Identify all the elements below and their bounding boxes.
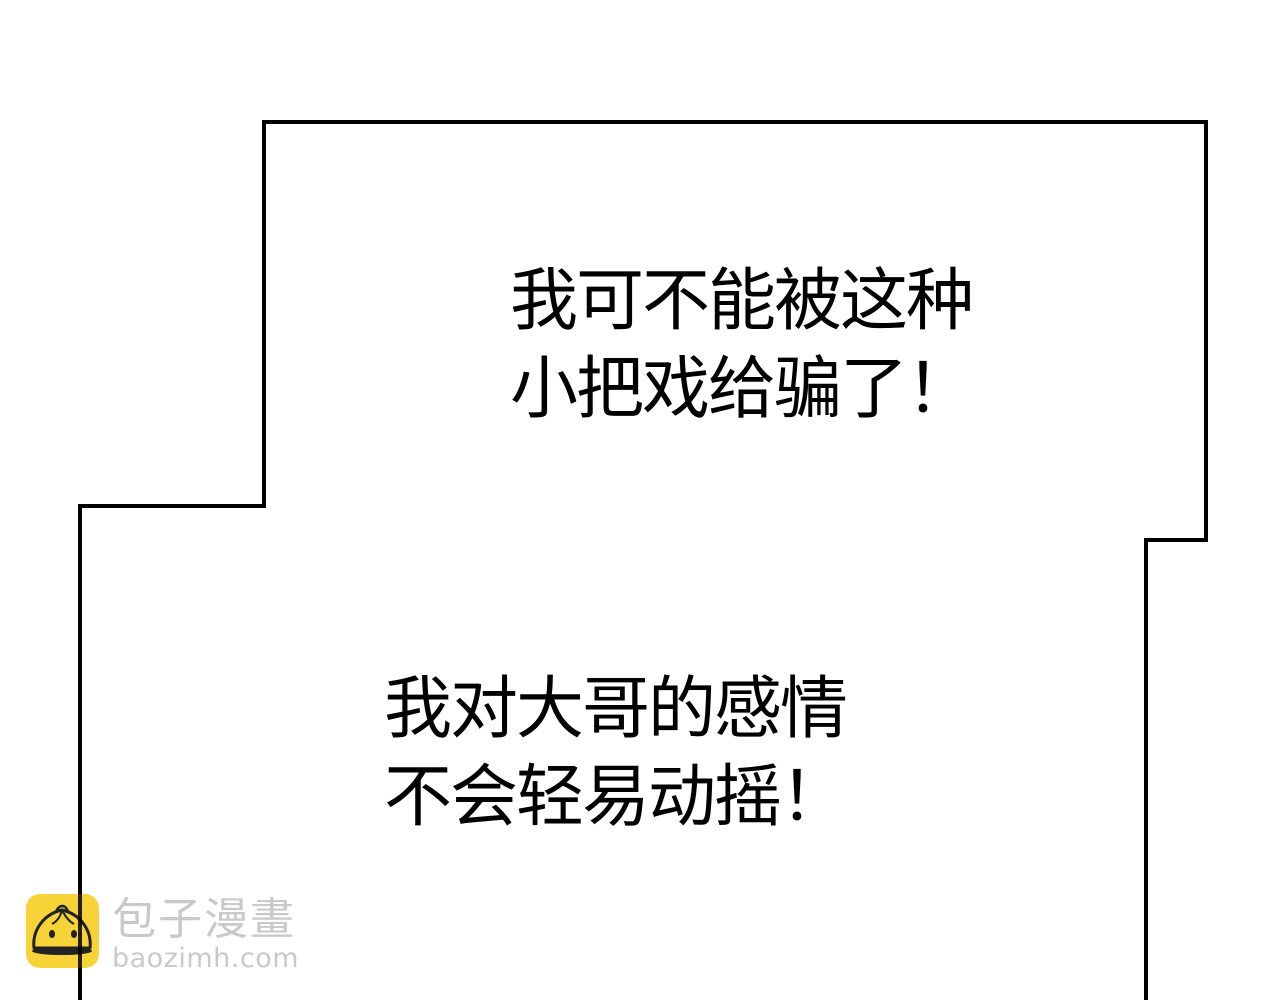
steamed-bun-logo-icon: [26, 894, 99, 968]
panel-outline: [78, 120, 1208, 1000]
dialogue-text-2: 我对大哥的感情 不会轻易动摇！: [384, 666, 848, 842]
dialogue-line: 我对大哥的感情: [384, 670, 848, 749]
watermark-title: 包子漫畫: [112, 894, 296, 945]
dialogue-line: 不会轻易动摇！: [384, 758, 848, 837]
dialogue-line: 小把戏给骗了！: [510, 350, 974, 429]
watermark-url: baozimh.com: [112, 943, 300, 974]
watermark: 包子漫畫 baozimh.com: [26, 894, 326, 974]
dialogue-line: 我可不能被这种: [510, 262, 974, 341]
dialogue-text-1: 我可不能被这种 小把戏给骗了！: [510, 258, 974, 434]
